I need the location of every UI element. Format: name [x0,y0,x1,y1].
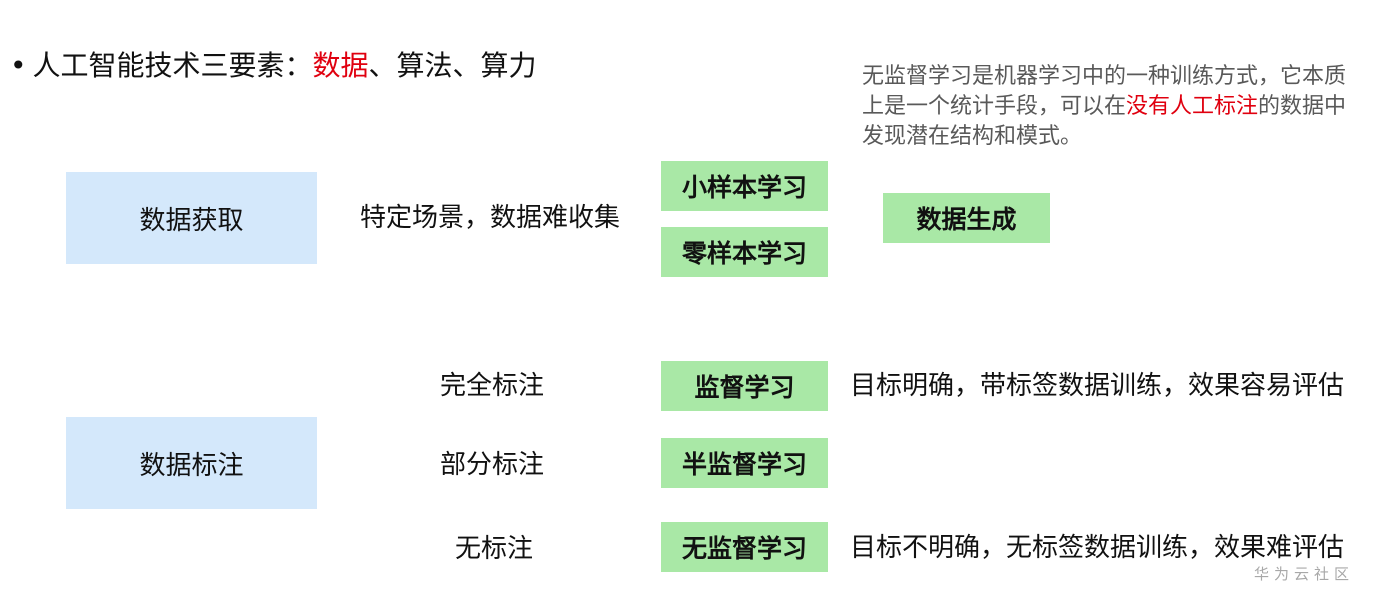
zero-shot-learning-label: 零样本学习 [681,239,807,268]
slide-title: •人工智能技术三要素：数据、算法、算力 [10,46,537,86]
unsupervised-description: 目标不明确，无标签数据训练，效果难评估 [850,533,1345,563]
data-annotation-label: 数据标注 [139,450,244,481]
few-shot-learning-box: 小样本学习 [661,161,828,211]
note-text-start: 无监督学习是机器学习中的一种训练方式，它本质上是一个统计手段，可以在 [862,64,1347,119]
data-acquisition-box: 数据获取 [66,172,317,264]
title-highlight: 数据 [312,49,369,82]
data-generation-label: 数据生成 [916,205,1017,234]
supervised-description: 目标明确，带标签数据训练，效果容易评估 [850,371,1345,401]
supervised-learning-label: 监督学习 [694,373,795,402]
semi-supervised-learning-box: 半监督学习 [661,438,828,488]
few-shot-learning-label: 小样本学习 [681,173,807,202]
unsupervised-learning-label: 无监督学习 [681,534,807,563]
supervised-learning-box: 监督学习 [661,361,828,411]
unsupervised-note: 无监督学习是机器学习中的一种训练方式，它本质上是一个统计手段，可以在没有人工标注… [862,62,1352,152]
semi-supervised-learning-label: 半监督学习 [681,450,807,479]
title-prefix: 人工智能技术三要素： [32,49,313,82]
scenario-text: 特定场景，数据难收集 [360,203,621,233]
data-acquisition-label: 数据获取 [139,205,244,236]
watermark: 华为云社区 [1254,565,1355,583]
partial-annotation-text: 部分标注 [440,450,545,480]
note-text-end: 的数据中发现潜在结构和模式。 [862,94,1347,149]
bullet: • [10,49,27,82]
unsupervised-learning-box: 无监督学习 [661,522,828,572]
data-generation-box: 数据生成 [883,193,1050,243]
title-suffix: 、算法、算力 [368,49,537,82]
note-highlight: 没有人工标注 [1126,94,1259,119]
no-annotation-text: 无标注 [455,534,534,564]
zero-shot-learning-box: 零样本学习 [661,227,828,277]
data-annotation-box: 数据标注 [66,417,317,509]
full-annotation-text: 完全标注 [440,371,545,401]
